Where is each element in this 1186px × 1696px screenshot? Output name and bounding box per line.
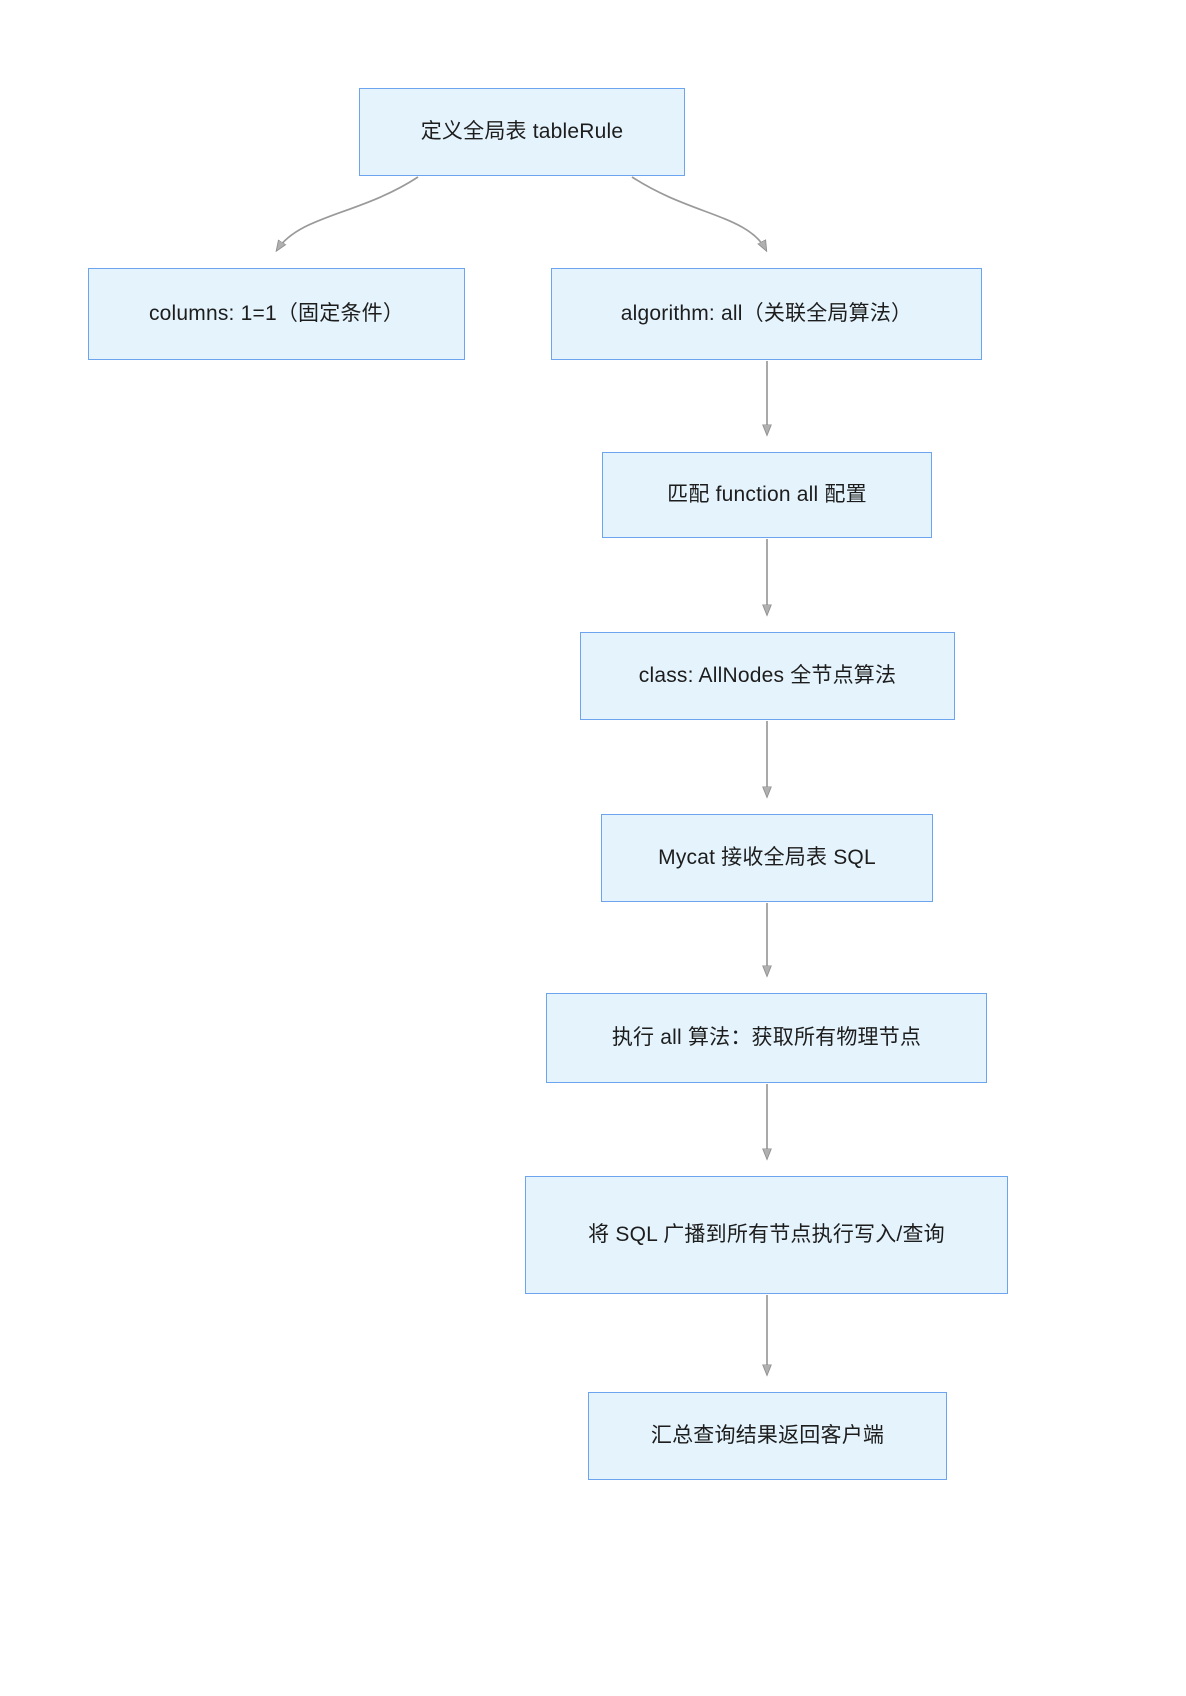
node-match-function-all[interactable]: 匹配 function all 配置 xyxy=(602,452,932,538)
node-label: class: AllNodes 全节点算法 xyxy=(638,663,897,687)
node-define-global-table-rule[interactable]: 定义全局表 tableRule xyxy=(359,88,685,176)
node-columns-condition[interactable]: columns: 1=1（固定条件） xyxy=(88,268,465,360)
node-label: 汇总查询结果返回客户端 xyxy=(650,1423,885,1447)
node-label: algorithm: all（关联全局算法） xyxy=(620,301,913,325)
node-label: columns: 1=1（固定条件） xyxy=(148,301,405,325)
node-mycat-receive-sql[interactable]: Mycat 接收全局表 SQL xyxy=(601,814,933,902)
node-class-allnodes[interactable]: class: AllNodes 全节点算法 xyxy=(580,632,955,720)
node-label: 匹配 function all 配置 xyxy=(667,482,867,506)
node-label: 定义全局表 tableRule xyxy=(420,119,624,143)
edge-root-to-algorithm xyxy=(631,176,766,250)
node-algorithm-all[interactable]: algorithm: all（关联全局算法） xyxy=(551,268,982,360)
node-execute-all-algorithm[interactable]: 执行 all 算法：获取所有物理节点 xyxy=(546,993,987,1083)
node-label: 执行 all 算法：获取所有物理节点 xyxy=(611,1025,922,1049)
node-summarize-results[interactable]: 汇总查询结果返回客户端 xyxy=(588,1392,947,1480)
node-label: Mycat 接收全局表 SQL xyxy=(658,845,876,869)
edge-root-to-columns xyxy=(277,176,419,250)
node-label: 将 SQL 广播到所有节点执行写入/查询 xyxy=(588,1222,945,1246)
node-broadcast-sql[interactable]: 将 SQL 广播到所有节点执行写入/查询 xyxy=(525,1176,1008,1294)
